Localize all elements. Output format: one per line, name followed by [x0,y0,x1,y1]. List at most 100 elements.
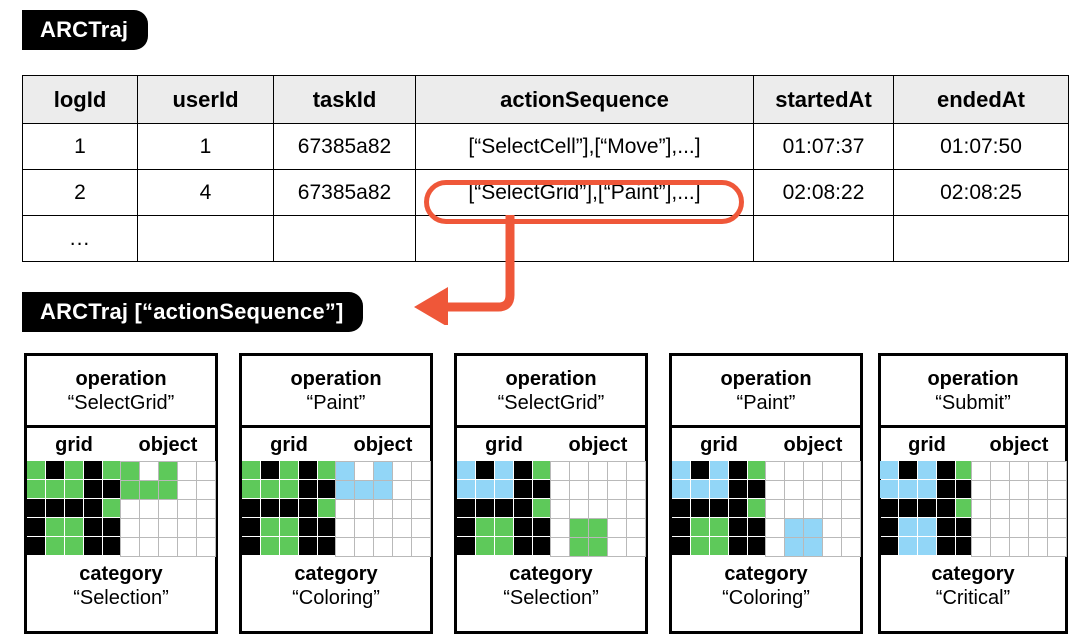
card-operation-section: operation “SelectGrid” [457,356,645,428]
grid-cell-0-4 [318,461,336,479]
grid-cell-4-3 [514,537,532,555]
grid-cell-4-2 [374,538,392,556]
grid-cell-3-3 [608,519,626,537]
grid-canvas [672,461,766,555]
grid-cell-3-1 [140,519,158,537]
grid-cell-3-2 [280,518,298,536]
category-label: category [931,563,1015,585]
grid-cell-1-2 [710,480,728,498]
grid-cell-2-3 [729,499,747,517]
object-canvas [335,461,431,557]
grid-cell-0-4 [842,462,860,480]
grid-cell-3-3 [299,518,317,536]
grid-cell-1-1 [261,480,279,498]
action-card-1[interactable]: operation “SelectGrid” grid object categ… [24,353,218,634]
grid-cell-2-1 [355,500,373,518]
grid-cell-0-4 [533,461,551,479]
cell-endedat: 02:08:25 [893,169,1069,216]
grid-cell-1-0 [242,480,260,498]
grid-cell-4-4 [1048,538,1066,556]
grid-cell-4-0 [551,538,569,556]
table-header-row: logId userId taskId actionSequence start… [22,75,1069,124]
grid-cell-3-2 [710,518,728,536]
grid-cell-1-1 [355,481,373,499]
grid-cell-2-0 [121,500,139,518]
grid-cell-0-3 [937,461,955,479]
object-canvas [550,461,646,557]
operation-value: “Paint” [306,391,366,414]
grid-cell-0-3 [608,462,626,480]
card-operation-section: operation “Paint” [672,356,860,428]
cell-userid [137,215,274,262]
grid-cell-0-1 [570,462,588,480]
cell-taskid: 67385a82 [273,123,416,170]
cell-startedat [753,215,894,262]
action-card-5[interactable]: operation “Submit” grid object category … [878,353,1068,634]
grid-cell-0-2 [589,462,607,480]
grid-cell-2-1 [570,500,588,518]
grid-cell-4-3 [178,538,196,556]
grid-cell-2-4 [627,500,645,518]
grid-cell-0-1 [476,461,494,479]
grid-cell-1-2 [374,481,392,499]
grid-cell-0-0 [972,462,990,480]
grid-cell-4-4 [412,538,430,556]
grid-canvas [880,461,974,555]
card-operation-section: operation “SelectGrid” [27,356,215,428]
action-card-3[interactable]: operation “SelectGrid” grid object categ… [454,353,648,634]
grid-cell-1-4 [842,481,860,499]
grid-cell-4-3 [823,538,841,556]
grid-cell-2-2 [374,500,392,518]
grid-cell-3-0 [766,519,784,537]
cell-taskid [273,215,416,262]
grid-cell-0-4 [412,462,430,480]
cell-startedat: 01:07:37 [753,123,894,170]
grid-cell-2-1 [46,499,64,517]
grid-cell-2-2 [804,500,822,518]
grid-cell-2-2 [159,500,177,518]
arctraj-table: logId userId taskId actionSequence start… [22,75,1069,262]
grid-cell-3-2 [918,518,936,536]
grid-cell-0-2 [65,461,83,479]
card-operation-section: operation “Paint” [242,356,430,428]
grid-cell-0-3 [178,462,196,480]
grid-cell-1-2 [495,480,513,498]
grid-cell-0-0 [121,462,139,480]
grid-cell-4-1 [785,538,803,556]
grid-cell-1-0 [457,480,475,498]
grid-cell-3-3 [393,519,411,537]
grid-cell-2-0 [336,500,354,518]
grid-cell-1-1 [140,481,158,499]
category-value: “Critical” [935,587,1011,609]
grid-cell-2-1 [899,499,917,517]
grid-cell-0-4 [103,461,121,479]
grid-cell-3-0 [551,519,569,537]
grid-cell-3-1 [691,518,709,536]
grid-cell-2-2 [495,499,513,517]
grid-cell-0-1 [46,461,64,479]
grid-cell-1-0 [27,480,45,498]
grid-cell-4-3 [937,537,955,555]
grid-cell-3-4 [533,518,551,536]
grid-cell-3-2 [495,518,513,536]
grid-label: grid [700,434,738,456]
operation-label: operation [290,367,382,390]
grid-cell-3-0 [27,518,45,536]
action-card-2[interactable]: operation “Paint” grid object category “… [239,353,433,634]
grid-cell-2-3 [937,499,955,517]
operation-label: operation [927,367,1019,390]
grid-cell-2-1 [476,499,494,517]
grid-cell-3-2 [374,519,392,537]
grid-cell-3-4 [748,518,766,536]
cell-endedat: 01:07:50 [893,123,1069,170]
grid-cell-3-1 [570,519,588,537]
grid-cell-3-3 [937,518,955,536]
grid-cell-4-4 [842,538,860,556]
action-card-4[interactable]: operation “Paint” grid object category “… [669,353,863,634]
grid-cell-2-3 [178,500,196,518]
cell-endedat [893,215,1069,262]
card-grid-section: grid object category “Selection” [457,428,646,630]
grid-cell-0-1 [899,461,917,479]
column-header-logid: logId [22,75,138,124]
